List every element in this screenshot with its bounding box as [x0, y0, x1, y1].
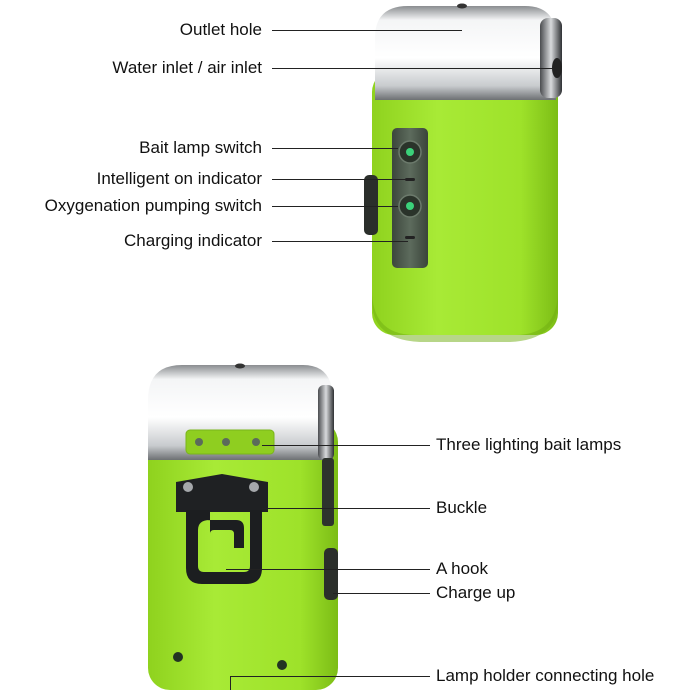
leader-line-water-inlet [272, 68, 556, 69]
label-water-inlet: Water inlet / air inlet [112, 58, 262, 77]
charge-port-icon [324, 548, 338, 600]
bait-lamp-led-icon [195, 438, 203, 446]
leader-line-lamp-holder-drop [230, 676, 231, 690]
label-bait-lamp-switch: Bait lamp switch [139, 138, 262, 157]
leader-line-intelligent-indicator [272, 179, 408, 180]
bait-lamp-led-icon [222, 438, 230, 446]
leader-line-oxygenation [272, 206, 398, 207]
pump-back-view [148, 363, 338, 690]
hook-icon [186, 510, 262, 584]
leader-line-buckle [262, 508, 430, 509]
leader-line-hook [226, 569, 430, 570]
lamp-holder-hole-icon [173, 652, 183, 662]
leader-line-outlet [272, 30, 462, 31]
label-hook: A hook [436, 559, 488, 578]
label-intelligent-indicator: Intelligent on indicator [96, 169, 262, 188]
pump-front-view [364, 3, 562, 342]
pump-chrome-cap [375, 6, 556, 100]
indicator-led-icon [406, 148, 414, 156]
outlet-hole-icon [457, 3, 467, 9]
leader-line-charging-indicator [272, 241, 408, 242]
leader-line-charge-up [333, 593, 430, 594]
leader-line-bait-lamp-switch [272, 148, 398, 149]
label-oxygenation-switch: Oxygenation pumping switch [44, 196, 262, 215]
water-inlet-icon [552, 58, 562, 78]
label-bait-lamps: Three lighting bait lamps [436, 435, 622, 454]
leader-line-lamp-holder [230, 676, 430, 677]
pump-green-body-back [148, 420, 338, 690]
label-lamp-holder-hole: Lamp holder connecting hole [436, 666, 655, 685]
label-buckle: Buckle [436, 498, 488, 517]
label-charging-indicator: Charging indicator [124, 231, 262, 250]
leader-line-bait-lamps [262, 445, 430, 446]
buckle-icon [176, 474, 268, 512]
label-outlet-hole: Outlet hole [179, 20, 262, 39]
label-charge-up: Charge up [436, 583, 516, 602]
lamp-holder-hole-icon [277, 660, 287, 670]
bait-lamp-led-icon [252, 438, 260, 446]
